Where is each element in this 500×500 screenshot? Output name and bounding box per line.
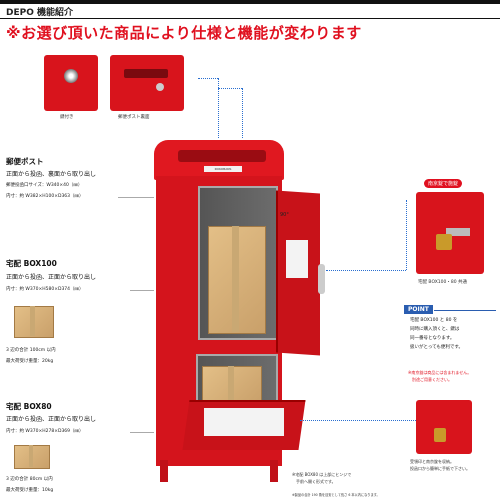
mailbox-line3: 内寸：約 W382×H100×D363（㎜） xyxy=(6,194,84,199)
point-rule xyxy=(434,310,496,311)
connector-line xyxy=(218,88,242,89)
keyhole-icon xyxy=(64,69,78,83)
footnote-right: ※製品の合計 190 角を目安として長さ 6 本以内になります。 xyxy=(292,493,380,497)
point-line-2: 同時に購入頂くと、鍵は xyxy=(410,327,460,332)
connector-line xyxy=(130,432,154,433)
point-line-3: 同一番号となります。 xyxy=(410,336,455,341)
box100-title: 宅配 BOX100 xyxy=(6,259,57,268)
header-rule xyxy=(0,18,500,19)
box80-weight: 最大荷受け重量：10kg xyxy=(6,488,54,493)
keyhole-icon xyxy=(156,83,164,91)
stamp-storage-photo xyxy=(416,400,472,454)
door-label xyxy=(286,240,308,278)
padlock-icon xyxy=(436,234,452,250)
cabinet-leg xyxy=(270,460,278,482)
box100-line1: 正面から投函、正面から取り出し xyxy=(6,274,97,281)
mail-slot xyxy=(178,150,266,162)
tape xyxy=(228,366,234,402)
section-title: DEPO 機能紹介 xyxy=(6,8,73,18)
back-caption: 郵便ポスト裏面 xyxy=(118,115,150,120)
box80-title: 宅配 BOX80 xyxy=(6,402,52,411)
bottom-caption-1: 受領印と南京錠を収納。 xyxy=(410,459,454,464)
door-label xyxy=(204,408,284,436)
mail-slot xyxy=(124,69,168,78)
tape xyxy=(30,306,35,336)
header-bar xyxy=(0,0,500,4)
connector-line xyxy=(326,270,406,271)
connector-line xyxy=(300,420,416,421)
mailbox-line2: 郵便投函口サイズ：W340×40（㎜） xyxy=(6,183,83,188)
mailbox-line1: 正面から投函、裏面から取り出し xyxy=(6,171,97,178)
box80-size: 3 辺の合計 80cm 以内 xyxy=(6,477,53,482)
back-thumbnail xyxy=(110,55,184,111)
box80-line2: 内寸：約 W370×H278×D369（㎜） xyxy=(6,429,84,434)
point-line-1: 宅配 BOX100 と 80 を xyxy=(410,318,458,323)
box100-line2: 内寸：約 W370×H580×D374（㎜） xyxy=(6,287,84,292)
connector-line xyxy=(198,78,218,79)
footnote-1: ※宅配 BOX80 は上部にヒンジで xyxy=(292,472,352,477)
key-caption: 鍵付き xyxy=(60,115,74,120)
mailbox-title: 郵便ポスト xyxy=(6,157,44,166)
angle-label: 90° xyxy=(280,212,289,218)
key-thumbnail xyxy=(44,55,98,111)
box100-weight: 最大荷受け重量：20kg xyxy=(6,359,54,364)
connector-line xyxy=(130,290,154,291)
warning-line-2: 別途ご用意ください。 xyxy=(408,377,452,382)
box100-size: 3 辺の合計 100cm 以内 xyxy=(6,348,56,353)
padlock-icon xyxy=(434,428,446,442)
bottom-caption-2: 投函口から簡単に手紙で下さい。 xyxy=(410,466,470,471)
point-line-4: 扱いがとっても便利です。 xyxy=(410,345,463,350)
connector-line xyxy=(242,88,243,138)
footnote-2: 手前へ開く形式です。 xyxy=(292,479,336,484)
point-label: POINT xyxy=(404,305,433,314)
hinge xyxy=(446,228,470,236)
brand-plate: ROKOBANS xyxy=(204,166,242,172)
cabinet-leg xyxy=(160,460,168,482)
box80-line1: 正面から投函、正面から取り出し xyxy=(6,416,97,423)
connector-line xyxy=(406,200,407,270)
connector-line xyxy=(218,78,219,138)
warning-line-1: ※南京錠は商品には含まれません。 xyxy=(408,370,472,375)
tape xyxy=(232,226,239,332)
padlock-badge: 南京錠で施錠 xyxy=(424,179,463,188)
door-handle[interactable] xyxy=(318,264,325,294)
connector-line xyxy=(118,197,154,198)
lock-caption: 宅配 BOX100・80 共通 xyxy=(418,280,468,285)
tape xyxy=(29,445,33,467)
notice-text: ※お選び頂いた商品により仕様と機能が変わります xyxy=(6,24,362,42)
padlock-photo xyxy=(416,192,484,274)
